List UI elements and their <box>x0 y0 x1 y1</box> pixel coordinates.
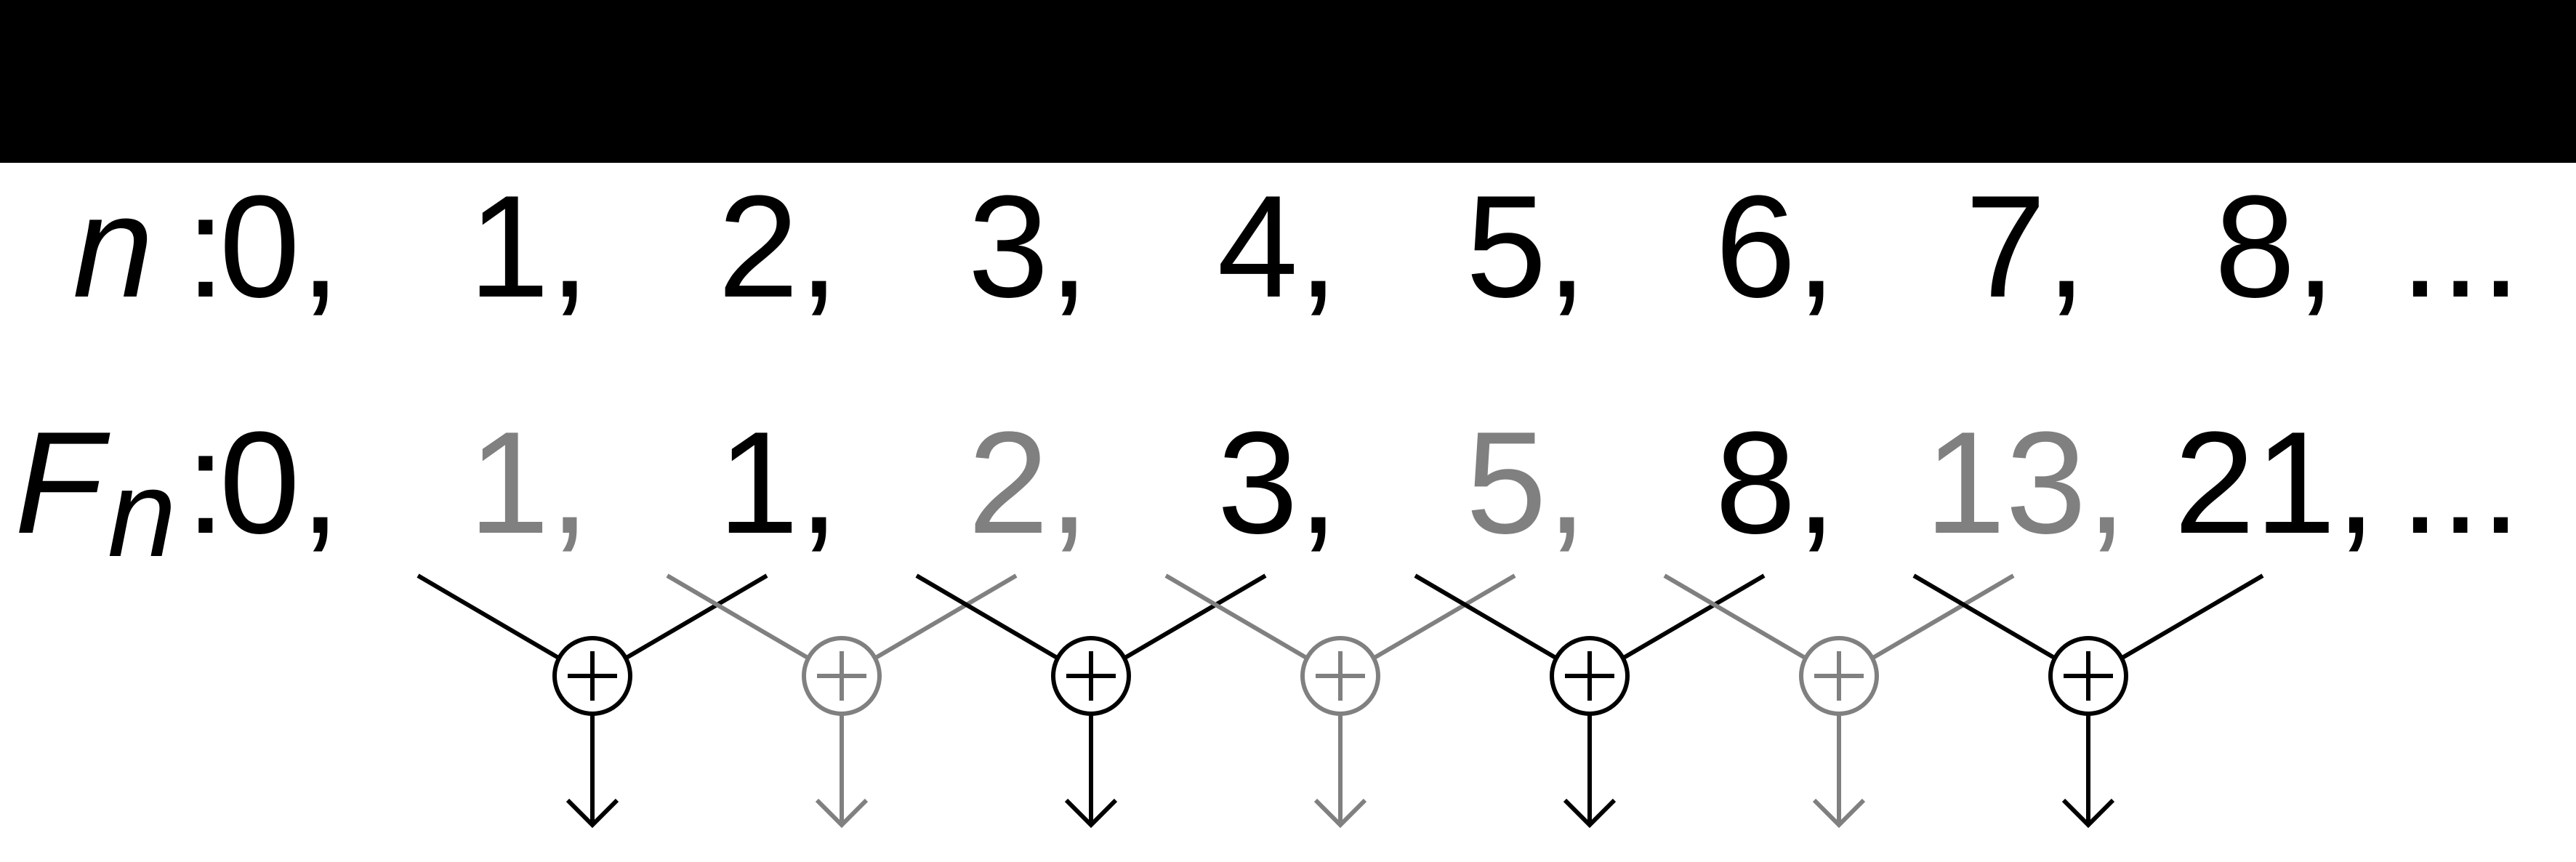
fib-value-1: 1, <box>469 402 590 564</box>
n-value-8: 8, <box>2215 166 2336 328</box>
arrow-down-icon <box>565 798 619 829</box>
adder-input-left-line <box>1912 573 2056 661</box>
n-value-9: ... <box>2400 166 2521 328</box>
adder-input-right-line <box>1871 573 2015 661</box>
arrow-down-icon <box>1313 798 1367 829</box>
fib-value-9: ... <box>2400 402 2521 564</box>
f-subscript: n <box>108 445 177 583</box>
adder-input-right-line <box>874 573 1018 661</box>
fib-value-0: 0, <box>220 402 341 564</box>
adder-input-right-line <box>2120 573 2264 661</box>
n-label: n <box>73 166 153 328</box>
adder-4 <box>1414 573 1766 829</box>
arrow-down-icon <box>1563 798 1617 829</box>
adder-1 <box>666 573 1018 829</box>
adder-6 <box>1912 573 2264 829</box>
f-label: F <box>15 402 110 564</box>
top-black-bar <box>0 0 2576 163</box>
n-value-0: 0, <box>220 166 341 328</box>
f-separator: : <box>185 402 226 564</box>
fib-value-8: 21, <box>2174 402 2376 564</box>
fib-value-5: 5, <box>1466 402 1587 564</box>
n-value-7: 7, <box>1965 166 2087 328</box>
n-value-2: 2, <box>718 166 840 328</box>
n-value-6: 6, <box>1715 166 1837 328</box>
fib-value-3: 2, <box>968 402 1090 564</box>
adder-input-right-line <box>1123 573 1267 661</box>
adder-input-left-line <box>666 573 810 661</box>
n-value-4: 4, <box>1217 166 1339 328</box>
adder-0 <box>416 573 768 829</box>
adder-2 <box>915 573 1267 829</box>
fib-value-2: 1, <box>718 402 840 564</box>
arrow-down-icon <box>2061 798 2115 829</box>
row-n: n : 0, 1, 2, 3, 4, 5, 6, 7, 8,... <box>73 166 2521 328</box>
n-value-3: 3, <box>968 166 1090 328</box>
adder-input-right-line <box>624 573 768 661</box>
fib-value-6: 8, <box>1715 402 1837 564</box>
adder-input-left-line <box>1663 573 1807 661</box>
arrow-down-icon <box>1064 798 1118 829</box>
adder-input-left-line <box>1164 573 1308 661</box>
adder-input-left-line <box>1414 573 1558 661</box>
arrow-down-icon <box>815 798 869 829</box>
fib-value-7: 13, <box>1925 402 2127 564</box>
row-f: F n : 0, 1, 1, 2, 3, 5, 8, 13, 21,... <box>15 402 2521 583</box>
adders <box>416 573 2264 829</box>
n-value-5: 5, <box>1466 166 1587 328</box>
adder-5 <box>1663 573 2015 829</box>
n-value-1: 1, <box>469 166 590 328</box>
adder-3 <box>1164 573 1516 829</box>
arrow-down-icon <box>1812 798 1866 829</box>
n-separator: : <box>185 166 226 328</box>
fib-value-4: 3, <box>1217 402 1339 564</box>
adder-input-right-line <box>1372 573 1516 661</box>
adder-input-left-line <box>915 573 1059 661</box>
adder-input-right-line <box>1622 573 1766 661</box>
adder-input-left-line <box>416 573 560 661</box>
